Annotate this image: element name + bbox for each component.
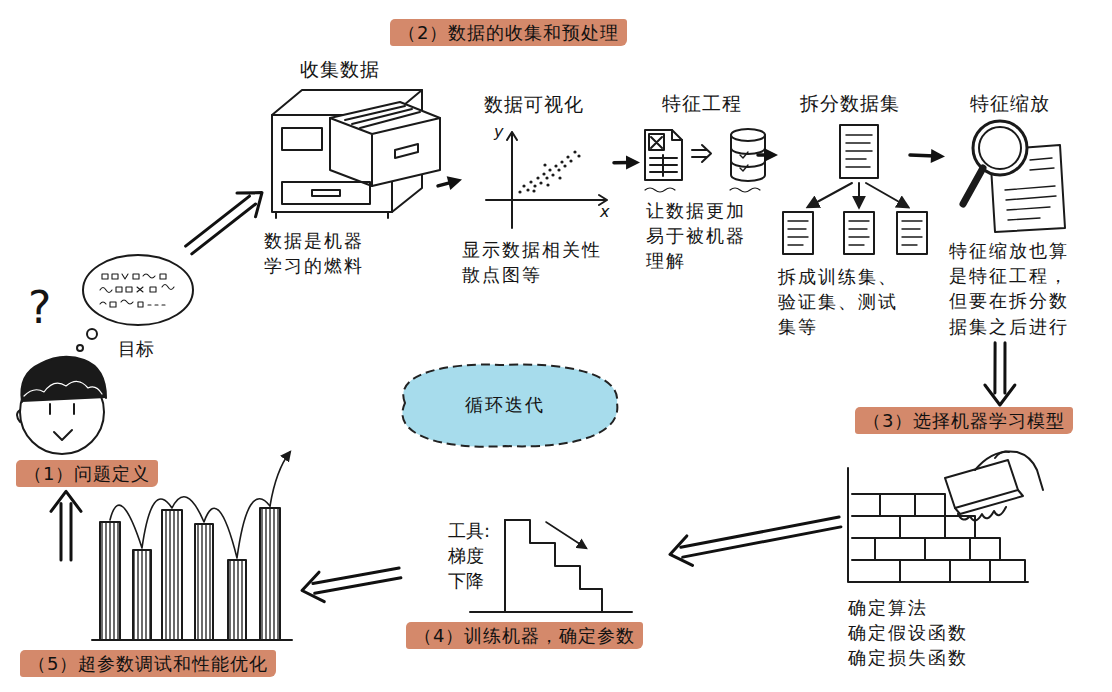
hand-and-bricks bbox=[848, 451, 1043, 582]
flow-arrow bbox=[670, 517, 841, 565]
step-note: 显示数据相关性 散点图等 bbox=[462, 237, 610, 287]
stage-note: 确定算法 确定假设函数 确定损失函数 bbox=[848, 595, 978, 671]
stage-label: （2）数据的收集和预处理 bbox=[390, 19, 627, 46]
step-node: 收集数据数据是机器学习的燃料 bbox=[262, 58, 438, 282]
file-cabinet bbox=[272, 90, 440, 218]
step-title: 数据可视化 bbox=[484, 93, 584, 116]
arrow-head bbox=[447, 176, 462, 190]
step-note: 特征缩放也算是特征工程，但要在拆分数据集之后进行 bbox=[949, 238, 1081, 339]
step-node: 特征工程让数据更加易于被机器理解 bbox=[640, 92, 758, 278]
feature-icons bbox=[645, 129, 765, 192]
stage-node: （5）超参数调试和性能优化 bbox=[20, 560, 302, 682]
step-title: 拆分数据集 bbox=[800, 92, 900, 115]
arrow-head bbox=[931, 149, 945, 163]
step-note: 让数据更加易于被机器理解 bbox=[646, 198, 754, 274]
stage-label: （5）超参数调试和性能优化 bbox=[20, 650, 276, 677]
arrow-head bbox=[764, 148, 778, 162]
arrow-head bbox=[626, 156, 640, 170]
double-arrow bbox=[670, 517, 841, 565]
tool-note: 工具:梯度下降 bbox=[448, 518, 498, 594]
double-arrow bbox=[985, 343, 1015, 405]
stage-label: （3）选择机器学习模型 bbox=[855, 407, 1073, 434]
split-documents bbox=[783, 125, 927, 254]
axis-label: x bbox=[600, 204, 609, 220]
loop-label: 循环迭代 bbox=[465, 393, 545, 417]
blob-shape bbox=[402, 365, 617, 447]
step-title: 收集数据 bbox=[300, 58, 380, 81]
step-node: 数据可视化显示数据相关性 散点图等 bbox=[462, 85, 614, 295]
goal-label: 目标 bbox=[118, 340, 154, 358]
step-arrow bbox=[438, 176, 462, 190]
step-note: 数据是机器学习的燃料 bbox=[264, 228, 372, 278]
step-arrow bbox=[758, 148, 778, 162]
loop-blob: 循环迭代 bbox=[385, 358, 625, 452]
descending-stairs bbox=[470, 520, 632, 612]
step-title: 特征缩放 bbox=[970, 92, 1050, 115]
question-mark: ? bbox=[28, 286, 51, 330]
thinking-person bbox=[17, 255, 193, 454]
stage-node: （3）选择机器学习模型确定算法 确定假设函数 确定损失函数 bbox=[840, 405, 1100, 677]
step-node: 特征缩放特征缩放也算是特征工程，但要在拆分数据集之后进行 bbox=[945, 92, 1095, 343]
step-note: 拆成训练集、验证集、测试集等 bbox=[778, 264, 906, 340]
stage-node: （4）训练机器，确定参数 工具:梯度下降 bbox=[400, 512, 670, 653]
scatter-plot bbox=[486, 132, 607, 228]
double-arrow bbox=[302, 568, 401, 602]
step-title: 特征工程 bbox=[662, 92, 742, 115]
flow-arrow bbox=[186, 193, 262, 254]
step-arrow bbox=[910, 149, 945, 163]
step-node: 拆分数据集拆成训练集、验证集、测试集等 bbox=[778, 92, 910, 347]
stage-label: （4）训练机器，确定参数 bbox=[406, 622, 643, 649]
stage-label: （1）问题定义 bbox=[16, 460, 158, 487]
double-arrow bbox=[186, 193, 262, 254]
stage-band: （2）数据的收集和预处理 bbox=[368, 18, 658, 50]
flow-arrow bbox=[985, 343, 1015, 405]
step-arrow bbox=[614, 156, 640, 170]
double-arrow bbox=[51, 491, 81, 560]
flow-arrow bbox=[302, 568, 401, 602]
magnifier bbox=[963, 121, 1065, 232]
axis-label: y bbox=[494, 124, 503, 140]
flow-arrow bbox=[51, 491, 81, 560]
